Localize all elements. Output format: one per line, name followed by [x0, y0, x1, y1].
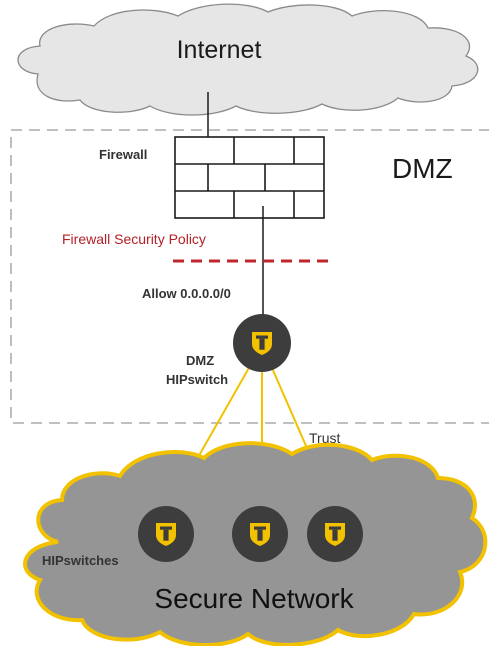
- firewall-policy-label: Firewall Security Policy: [62, 231, 206, 247]
- firewall-brick-wall-icon: [174, 136, 325, 219]
- firewall-label: Firewall: [99, 147, 147, 162]
- allow-rule-label: Allow 0.0.0.0/0: [142, 286, 231, 301]
- dmz-switch-label-line1: DMZ: [186, 353, 214, 368]
- dmz-hipswitch-node[interactable]: [233, 314, 291, 372]
- internet-cloud-icon: [17, 3, 479, 116]
- dmz-switch-label-line2: HIPswitch: [166, 372, 228, 387]
- trust-label: Trust: [309, 430, 340, 446]
- hipswitches-label: HIPswitches: [42, 553, 119, 568]
- internet-label: Internet: [177, 36, 262, 64]
- hipswitch-node-2[interactable]: [232, 506, 288, 562]
- hipswitch-node-3[interactable]: [307, 506, 363, 562]
- dmz-zone-label: DMZ: [392, 153, 453, 184]
- hipswitch-node-1[interactable]: [138, 506, 194, 562]
- secure-network-label: Secure Network: [154, 583, 354, 614]
- dmz-zone-border: [10, 129, 489, 424]
